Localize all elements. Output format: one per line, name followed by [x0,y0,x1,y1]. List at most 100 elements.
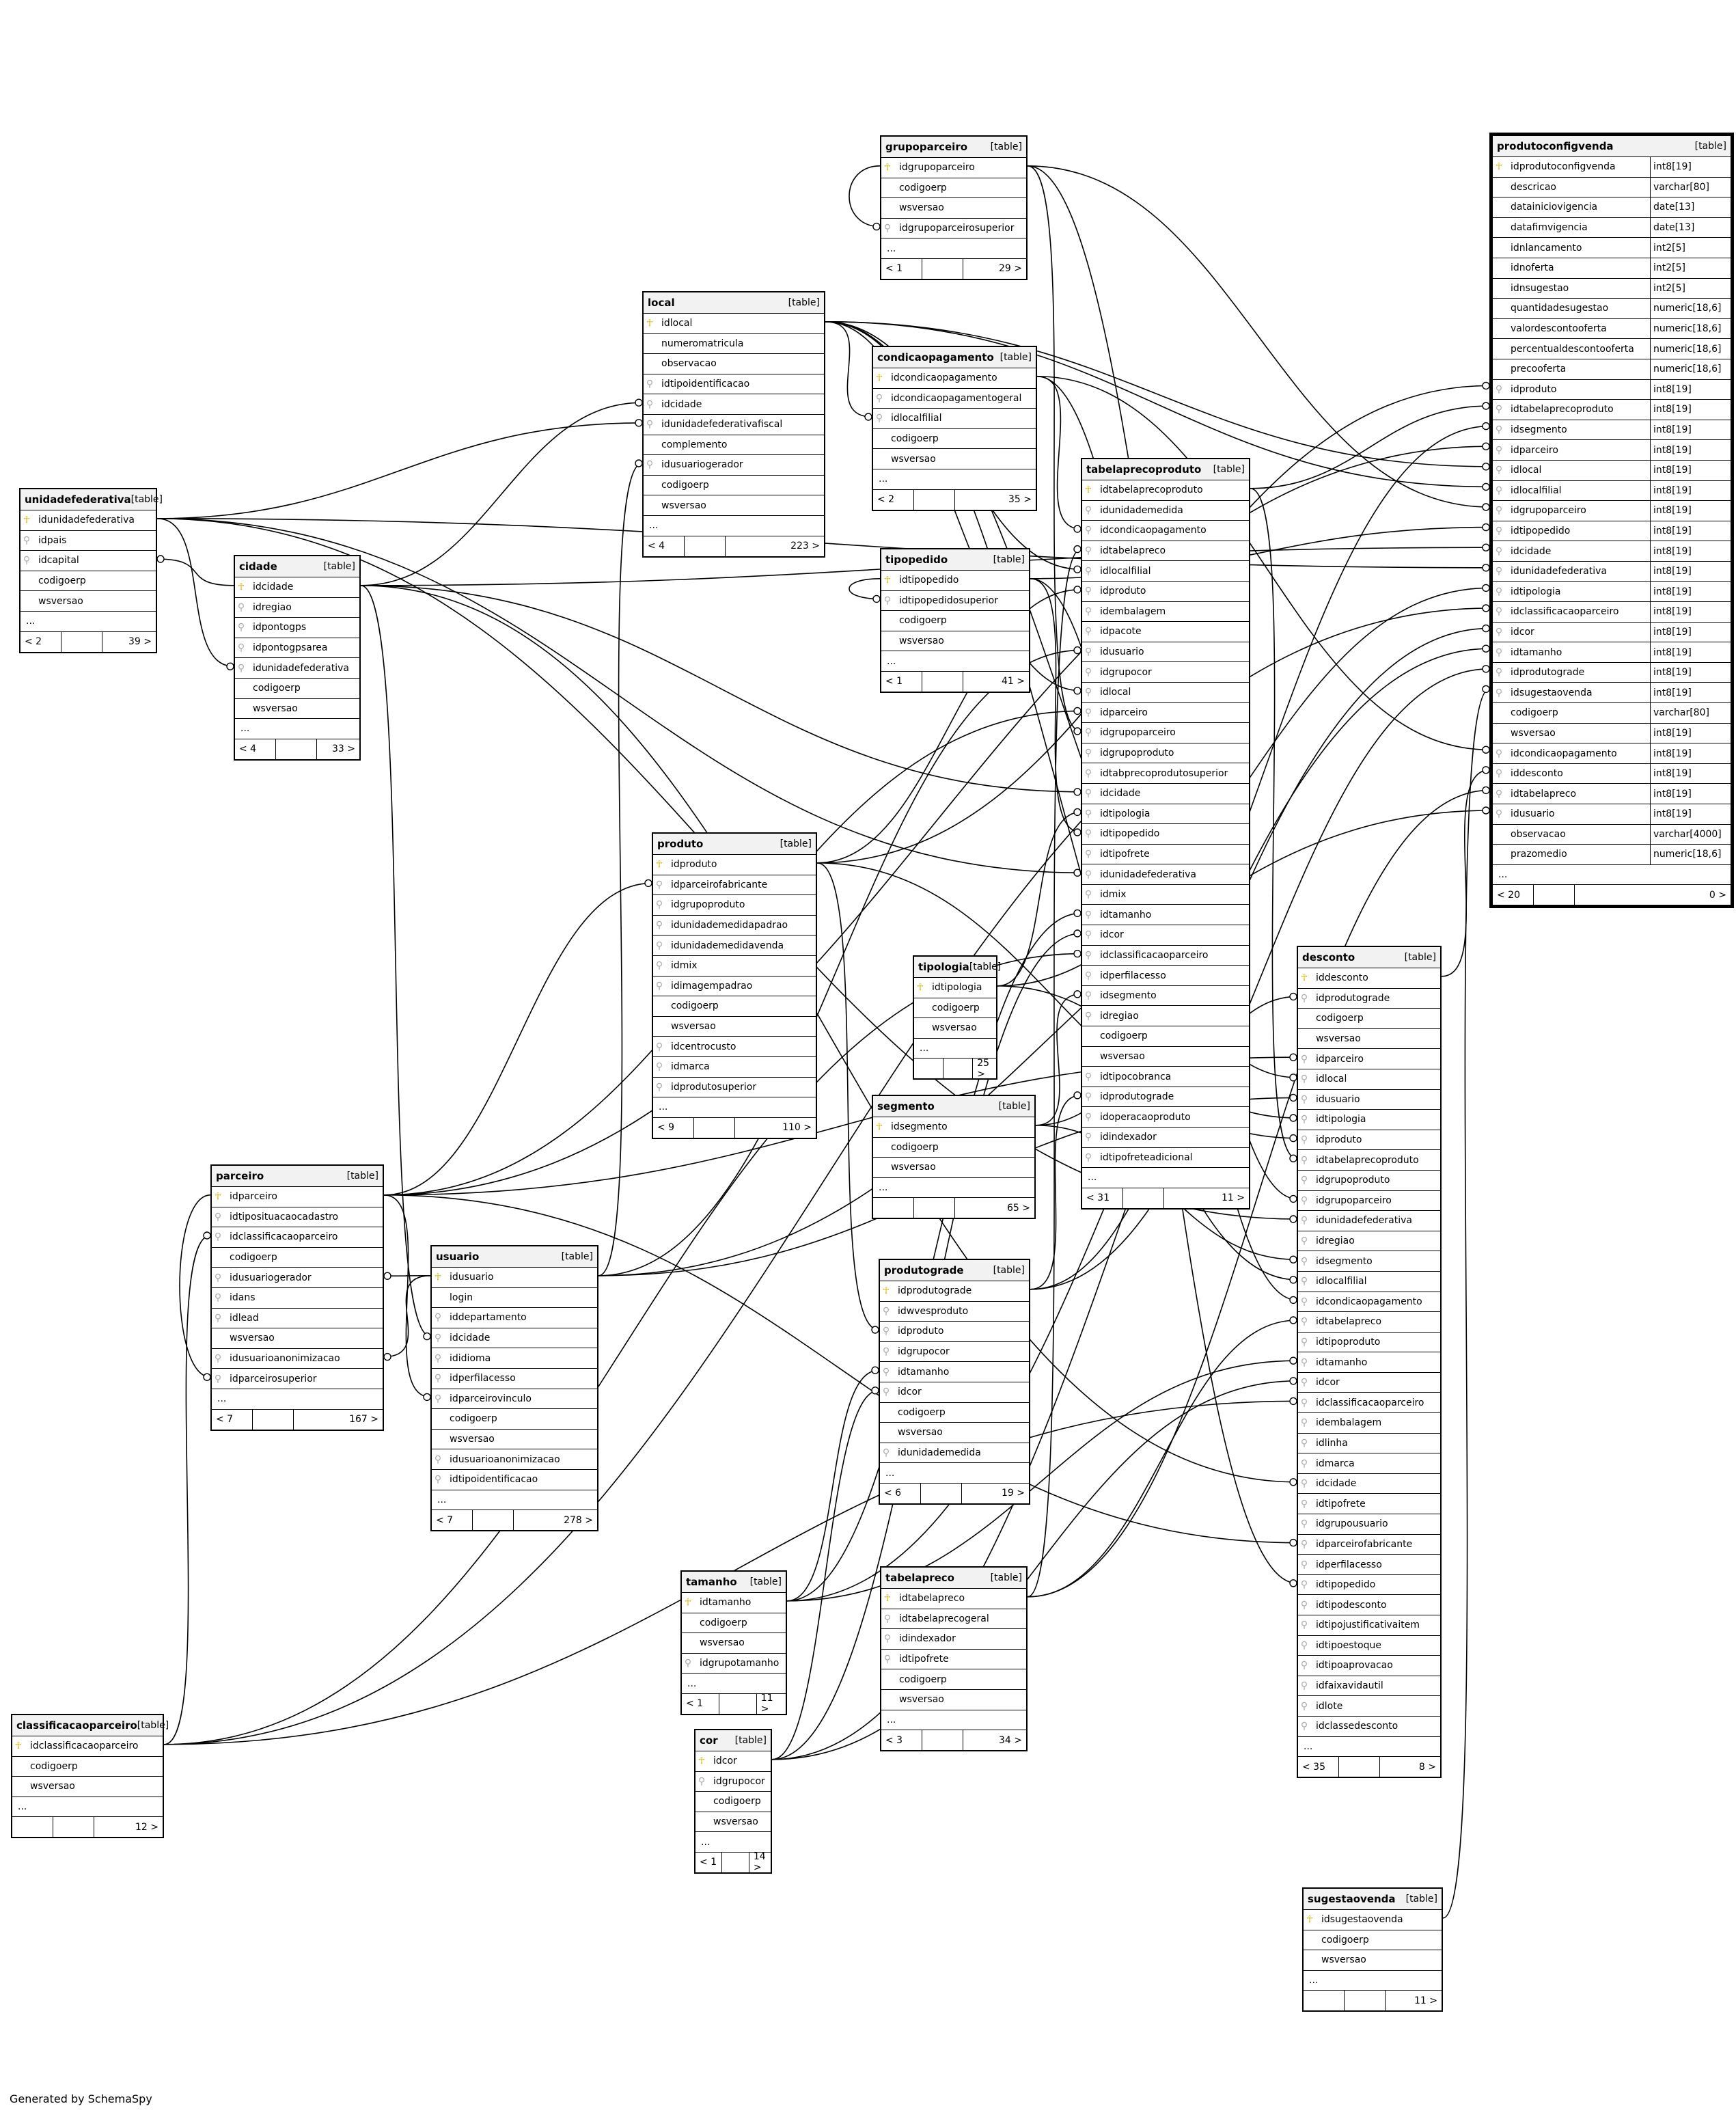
column-row[interactable]: ⚲idgrupoproduto [1298,1171,1440,1191]
table-tipopedido[interactable]: tipopedido[table]☥idtipopedido⚲idtipoped… [880,548,1030,693]
column-row[interactable]: ⚲idusuariogerador [212,1268,383,1288]
table-unidadefederativa[interactable]: unidadefederativa[table]☥idunidadefedera… [19,488,163,653]
column-row[interactable]: wsversao [1082,1047,1249,1067]
child-count[interactable]: 39 > [128,636,152,648]
column-row[interactable]: codigoerp [644,476,824,496]
column-row[interactable]: ⚲idindexador [1082,1128,1249,1148]
column-row[interactable]: complemento [644,435,824,456]
column-row[interactable]: codigoerp [873,429,1036,450]
column-row[interactable]: ⚲idgrupocor [695,1772,771,1792]
column-row[interactable]: ⚲idunidademedida [880,1443,1029,1464]
column-row[interactable]: ⚲idmarca [653,1057,816,1078]
column-row[interactable]: ⚲idtipopedidosuperior [881,591,1029,612]
table-produtograde[interactable]: produtograde[table]☥idprodutograde⚲idwve… [879,1259,1030,1505]
column-row[interactable]: ☥idtabelaprecoproduto [1082,480,1249,501]
column-row[interactable]: ⚲idparceirovinculo [432,1389,597,1410]
column-row[interactable]: ⚲idtipologia [1082,804,1249,825]
column-row[interactable]: ⚲ididioma [432,1348,597,1369]
column-row[interactable]: ⚲idlocal [1082,683,1249,703]
column-row[interactable]: ⚲idregiao [235,598,359,618]
column-row[interactable]: login [432,1288,597,1309]
column-row[interactable]: ⚲idcapital [20,551,156,571]
column-row[interactable]: ⚲idoperacaoproduto [1082,1107,1249,1128]
parent-count[interactable]: < 4 [235,739,276,759]
column-row[interactable]: ☥idunidadefederativa [20,510,156,531]
column-row[interactable]: wsversao [873,449,1036,469]
column-row[interactable]: ⚲iddepartamento [432,1308,597,1328]
column-row[interactable]: ⚲idtipoidentificacao [644,374,824,395]
column-row[interactable]: wsversao [881,631,1029,652]
column-row[interactable]: codigoerp [881,1669,1026,1690]
column-row[interactable]: ⚲idgrupoparceiro [1298,1191,1440,1212]
parent-count[interactable]: < 4 [644,536,685,556]
child-count[interactable]: 11 > [1414,1995,1437,2006]
column-row[interactable]: ⚲idtipoidentificacao [432,1470,597,1490]
column-row[interactable]: ⚲idusuario [1082,642,1249,663]
column-row[interactable]: ☥idsugestaovenda [1304,1910,1442,1930]
column-row[interactable]: wsversao [682,1633,786,1654]
column-row[interactable]: codigoerp [881,611,1029,631]
column-row[interactable]: wsversao [653,1017,816,1037]
column-row[interactable]: ⚲idparceirofabricante [653,875,816,896]
column-row[interactable]: ⚲idprodutograde [1298,989,1440,1009]
column-row[interactable]: ⚲idtipofrete [881,1650,1026,1670]
column-row[interactable]: codigoerp [881,178,1026,199]
column-row[interactable]: ⚲idgrupocor [880,1342,1029,1363]
parent-count[interactable]: < 20 [1493,885,1534,905]
column-row[interactable]: ⚲idcidade [432,1328,597,1349]
child-count[interactable]: 65 > [1007,1202,1030,1214]
column-row[interactable]: ⚲idfaixavidautil [1298,1676,1440,1697]
column-row[interactable]: numeromatricula [644,334,824,355]
child-count[interactable]: 223 > [790,541,820,552]
column-row[interactable]: ⚲idmix [653,956,816,976]
column-row[interactable]: ⚲idpais [20,531,156,551]
column-row[interactable]: ⚲idclassificacaoparceiro [1298,1393,1440,1414]
column-row[interactable]: wsversao [873,1158,1034,1178]
column-row[interactable]: ⚲idcidade [1082,784,1249,804]
column-row[interactable]: ⚲idlocalfilial [1082,561,1249,582]
table-tabelaprecoproduto[interactable]: tabelaprecoproduto[table]☥idtabelaprecop… [1081,458,1250,1210]
child-count[interactable]: 167 > [349,1414,378,1425]
table-tabelapreco[interactable]: tabelapreco[table]☥idtabelapreco⚲idtabel… [880,1566,1028,1752]
column-row[interactable]: codigoerp [1298,1009,1440,1029]
column-row[interactable]: ⚲idclassificacaoparceiro [1082,946,1249,966]
table-produto[interactable]: produto[table]☥idproduto⚲idparceirofabri… [652,832,817,1139]
column-row[interactable]: codigoerp [880,1403,1029,1423]
table-classificacaoparceiro[interactable]: classificacaoparceiro[table]☥idclassific… [11,1714,169,1839]
column-row[interactable]: ⚲idlead [212,1309,383,1329]
column-row[interactable]: ⚲idtipologia [1298,1110,1440,1130]
child-count[interactable]: 8 > [1418,1761,1436,1773]
column-row[interactable]: ⚲idmarca [1298,1453,1440,1474]
column-row[interactable]: ⚲idparceiro [1082,703,1249,724]
column-row[interactable]: ☥idclassificacaoparceiro [12,1736,163,1757]
column-row[interactable]: wsversao [12,1777,163,1797]
column-row[interactable]: ⚲idtiposituacaocadastro [212,1207,383,1228]
column-row[interactable]: ⚲idgrupocor [1082,662,1249,683]
column-row[interactable]: ⚲idgrupotamanho [682,1654,786,1674]
child-count[interactable]: 33 > [332,743,355,755]
column-row[interactable]: ⚲idtipocobranca [1082,1067,1249,1087]
column-row[interactable]: ☥idusuario [432,1268,597,1288]
column-row[interactable]: ⚲idunidadefederativa [1082,864,1249,885]
parent-count[interactable] [873,1198,914,1218]
column-row[interactable]: ☥idtabelapreco [881,1589,1026,1609]
column-row[interactable]: ⚲idunidadefederativafiscal [644,415,824,435]
column-row[interactable]: ⚲idusuario [1298,1090,1440,1110]
child-count[interactable]: 12 > [135,1821,159,1833]
column-row[interactable]: ⚲idtamanho [1082,905,1249,926]
child-count[interactable]: 11 > [760,1693,773,1715]
